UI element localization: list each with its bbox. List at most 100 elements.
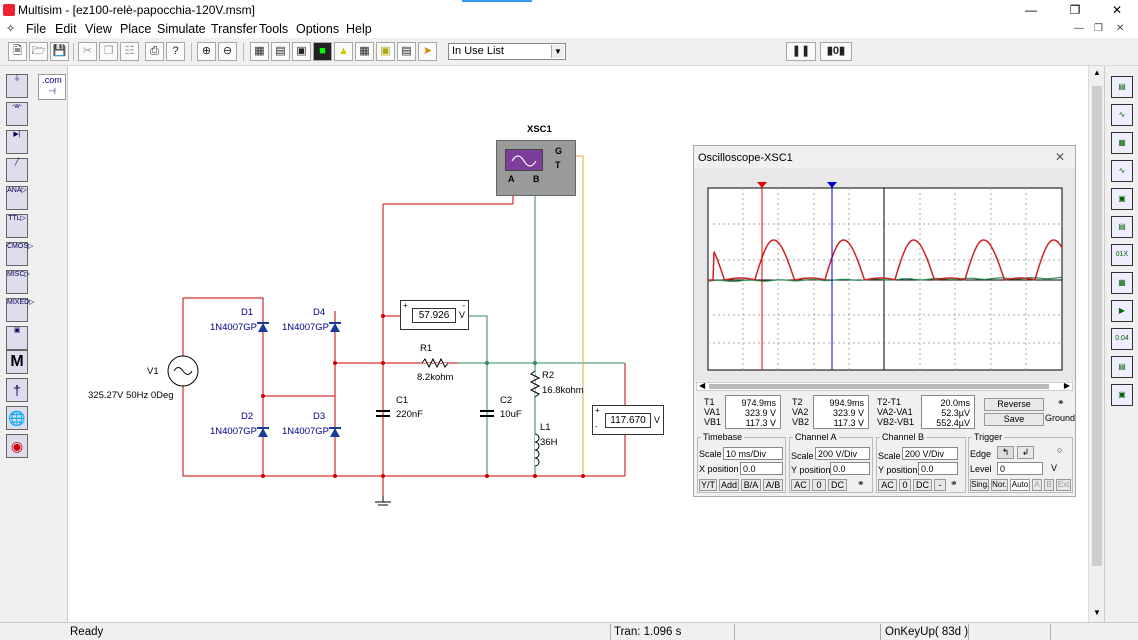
scope-hscroll[interactable]: ◀ ▶ <box>696 381 1073 391</box>
oscilloscope-xsc1[interactable]: G T A B <box>496 140 576 196</box>
falling-edge-icon[interactable]: ↲ <box>1017 446 1034 459</box>
pause-icon[interactable]: ❚❚ <box>786 42 816 61</box>
misc-icon[interactable]: M <box>6 350 28 374</box>
restore-icon[interactable]: ❐ <box>1069 3 1081 17</box>
rising-edge-icon[interactable]: ↰ <box>997 446 1014 459</box>
database-icon[interactable]: ▣ <box>292 42 311 61</box>
logic-analyzer-icon[interactable]: ▶ <box>1111 300 1133 322</box>
grapher-icon[interactable]: ■ <box>313 42 332 61</box>
cursor-2-handle[interactable] <box>827 182 837 188</box>
multimeter-icon[interactable]: ▤ <box>1111 76 1133 98</box>
run-switch-icon[interactable]: ▮0▮ <box>820 42 852 61</box>
channel-a-zero-button[interactable]: 0 <box>812 479 826 491</box>
channel-a-invert-icon[interactable]: ⚭ <box>857 478 865 488</box>
iv-analyzer-icon[interactable]: ▤ <box>1111 356 1133 378</box>
cursor-1-handle[interactable] <box>757 182 767 188</box>
trigger-a-button[interactable]: A <box>1032 479 1042 491</box>
cmos-icon[interactable]: CMOS▷ <box>6 242 33 266</box>
menu-view[interactable]: View <box>85 22 112 36</box>
channel-a-ypos-field[interactable]: 0.0 <box>830 462 870 475</box>
x-position-field[interactable]: 0.0 <box>740 462 783 475</box>
new-file-icon[interactable]: 🗎 <box>8 42 27 61</box>
close-icon[interactable]: ✕ <box>1111 3 1123 17</box>
wattmeter-icon[interactable]: ▦ <box>1111 132 1133 154</box>
counter-icon[interactable]: 01X <box>1111 244 1133 266</box>
voltmeter-1[interactable]: + - 57.926 V <box>400 300 469 330</box>
normal-button[interactable]: Nor. <box>991 479 1008 491</box>
print-icon[interactable]: ⎙ <box>145 42 164 61</box>
menu-simulate[interactable]: Simulate <box>157 22 206 36</box>
timebase-scale-field[interactable]: 10 ms/Div <box>723 447 783 460</box>
channel-b-zero-button[interactable]: 0 <box>899 479 911 491</box>
channel-a-dc-button[interactable]: DC <box>828 479 847 491</box>
analysis-icon[interactable]: ▲ <box>334 42 353 61</box>
channel-b-minus-button[interactable]: - <box>934 479 946 491</box>
mdi-restore-icon[interactable]: ❐ <box>1094 23 1103 34</box>
zoom-out-icon[interactable]: ⊖ <box>218 42 237 61</box>
trigger-ext-button[interactable]: Ext <box>1056 479 1071 491</box>
channel-b-ac-button[interactable]: AC <box>878 479 897 491</box>
transistors-icon[interactable]: ╱ <box>6 158 28 182</box>
scroll-up-icon[interactable]: ▲ <box>1093 68 1101 77</box>
doc-menu-icon[interactable]: ✧ <box>6 23 16 35</box>
oscilloscope-icon[interactable]: ∿ <box>1111 160 1133 182</box>
word-generator-icon[interactable]: ▦ <box>1111 272 1133 294</box>
mixed-icon[interactable]: MIXED▷ <box>6 298 35 322</box>
trigger-radio-icon[interactable]: ○ <box>1057 445 1063 455</box>
analog-icon[interactable]: ANA▷ <box>6 186 28 210</box>
voltmeter-2[interactable]: + - 117.670 V <box>592 405 664 435</box>
component-icon[interactable]: ▦ <box>250 42 269 61</box>
bom-icon[interactable]: ▣ <box>376 42 395 61</box>
scroll-thumb[interactable] <box>709 384 1049 389</box>
vscroll-thumb[interactable] <box>1092 86 1102 566</box>
function-generator-icon[interactable]: ∿ <box>1111 104 1133 126</box>
menu-edit[interactable]: Edit <box>55 22 77 36</box>
scroll-left-icon[interactable]: ◀ <box>699 381 706 390</box>
four-channel-scope-icon[interactable]: ▣ <box>1111 188 1133 210</box>
ttl-icon[interactable]: TTL▷ <box>6 214 28 238</box>
close-icon[interactable]: ✕ <box>1054 150 1065 164</box>
channel-b-ypos-field[interactable]: 0.0 <box>918 462 958 475</box>
open-folder-icon[interactable]: 🗁 <box>29 42 48 61</box>
in-use-list-select[interactable]: In Use List ▼ <box>448 43 566 60</box>
electromechanical-icon[interactable]: 🌐 <box>6 406 28 430</box>
rf-icon[interactable]: † <box>6 378 28 402</box>
diodes-icon[interactable]: ▶| <box>6 130 28 154</box>
channel-a-scale-field[interactable]: 200 V/Div <box>815 447 870 460</box>
transfer-icon[interactable]: ➤ <box>418 42 437 61</box>
single-button[interactable]: Sing. <box>970 479 990 491</box>
scroll-right-icon[interactable]: ▶ <box>1063 381 1070 390</box>
channel-b-dc-button[interactable]: DC <box>913 479 932 491</box>
reverse-button[interactable]: Reverse <box>984 398 1044 411</box>
com-button[interactable]: .com⊣ <box>38 74 66 100</box>
minimize-icon[interactable]: — <box>1025 3 1037 17</box>
auto-button[interactable]: Auto <box>1010 479 1030 491</box>
menu-file[interactable]: File <box>26 22 47 36</box>
zoom-in-icon[interactable]: ⊕ <box>197 42 216 61</box>
indicators-icon[interactable]: ▣ <box>6 326 28 350</box>
channel-a-ac-button[interactable]: AC <box>791 479 810 491</box>
scroll-down-icon[interactable]: ▼ <box>1093 608 1101 617</box>
distortion-analyzer-icon[interactable]: ▣ <box>1111 384 1133 406</box>
copy-icon[interactable]: ❐ <box>99 42 118 61</box>
trigger-b-button[interactable]: B <box>1044 479 1054 491</box>
ladder-icon[interactable]: ◉ <box>6 434 28 458</box>
menu-options[interactable]: Options <box>296 22 340 36</box>
ab-button[interactable]: A/B <box>763 479 783 491</box>
menu-transfer[interactable]: Transfer <box>211 22 258 36</box>
ba-button[interactable]: B/A <box>741 479 761 491</box>
oscilloscope-window[interactable]: Oscilloscope-XSC1 ✕ ◀ ▶ T1 <box>693 145 1076 497</box>
save-button[interactable]: Save <box>984 413 1044 426</box>
menu-place[interactable]: Place <box>120 22 152 36</box>
logic-converter-icon[interactable]: 0.04 <box>1111 328 1133 350</box>
bode-plotter-icon[interactable]: ▤ <box>1111 216 1133 238</box>
canvas-vscroll[interactable]: ▲ ▼ <box>1088 66 1104 622</box>
channel-b-scale-field[interactable]: 200 V/Div <box>902 447 958 460</box>
report-icon[interactable]: ▤ <box>397 42 416 61</box>
channel-b-invert-icon[interactable]: ⚭ <box>950 478 958 488</box>
add-button[interactable]: Add <box>719 479 739 491</box>
level-field[interactable]: 0 <box>997 462 1043 475</box>
save-icon[interactable]: 💾 <box>50 42 69 61</box>
menu-help[interactable]: Help <box>346 22 372 36</box>
mdi-close-icon[interactable]: ✕ <box>1116 23 1125 34</box>
